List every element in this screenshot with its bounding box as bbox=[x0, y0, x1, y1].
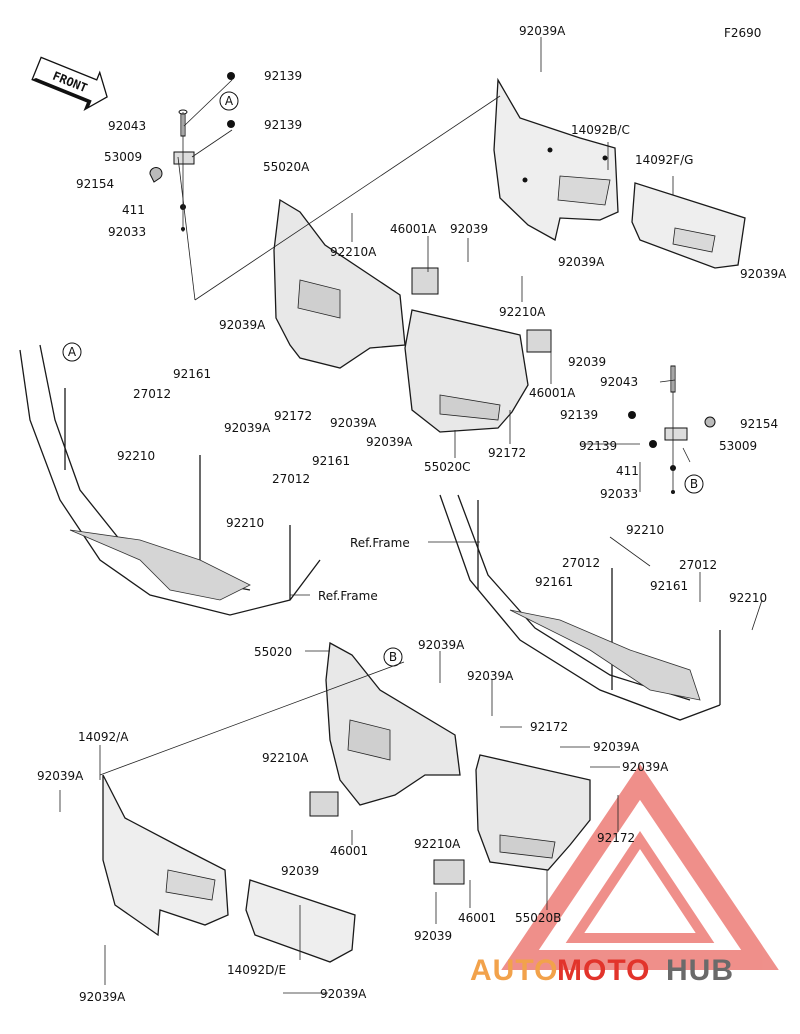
label-92154: 92154 bbox=[76, 177, 114, 191]
label-53009: 53009 bbox=[719, 439, 757, 453]
marker-b-top: B bbox=[690, 477, 698, 491]
label-92039A: 92039A bbox=[622, 760, 669, 774]
label-92039A: 92039A bbox=[593, 740, 640, 754]
front-arrow-icon bbox=[31, 56, 108, 112]
label-411: 411 bbox=[122, 203, 145, 217]
label-92039A: 92039A bbox=[79, 990, 126, 1004]
label-92161: 92161 bbox=[535, 575, 573, 589]
label-92210A: 92210A bbox=[414, 837, 461, 851]
label-92043: 92043 bbox=[600, 375, 638, 389]
label-92161: 92161 bbox=[312, 454, 350, 468]
label-92172: 92172 bbox=[488, 446, 526, 460]
label-92139: 92139 bbox=[560, 408, 598, 422]
panel-55020C bbox=[404, 309, 529, 433]
label-92039A: 92039A bbox=[366, 435, 413, 449]
label-92172: 92172 bbox=[274, 409, 312, 423]
label-92210: 92210 bbox=[626, 523, 664, 537]
label-92210: 92210 bbox=[117, 449, 155, 463]
label-92210: 92210 bbox=[226, 516, 264, 530]
clip-46001A-lower bbox=[526, 329, 552, 353]
frame-left bbox=[19, 344, 321, 616]
label-92039A: 92039A bbox=[740, 267, 787, 281]
fastener-stack-left bbox=[149, 72, 235, 232]
panel-14092A bbox=[102, 774, 229, 937]
label-92039A: 92039A bbox=[320, 987, 367, 1001]
label-92039A: 92039A bbox=[330, 416, 377, 430]
clip-46001-left bbox=[309, 791, 339, 817]
label-14092DE: 14092D/E bbox=[227, 963, 286, 977]
label-92161: 92161 bbox=[650, 579, 688, 593]
label-46001A: 46001A bbox=[390, 222, 437, 236]
panel-14092DE bbox=[245, 879, 356, 963]
label-92210A: 92210A bbox=[499, 305, 546, 319]
marker-a-top: A bbox=[225, 94, 234, 108]
watermark-hub: HUB bbox=[666, 954, 734, 987]
label-92139: 92139 bbox=[264, 118, 302, 132]
label-92210A: 92210A bbox=[330, 245, 377, 259]
clip-46001-right bbox=[433, 859, 465, 885]
frame-right bbox=[439, 494, 721, 721]
label-27012: 27012 bbox=[133, 387, 171, 401]
marker-a-frame: A bbox=[68, 345, 77, 359]
label-ref-frame-right: Ref.Frame bbox=[350, 536, 410, 550]
label-92039A: 92039A bbox=[558, 255, 605, 269]
fastener-stack-right bbox=[628, 365, 716, 494]
panel-55020A bbox=[273, 198, 406, 369]
label-92161: 92161 bbox=[173, 367, 211, 381]
label-92039: 92039 bbox=[414, 929, 452, 943]
label-92039A: 92039A bbox=[519, 24, 566, 38]
label-92033: 92033 bbox=[600, 487, 638, 501]
label-92139: 92139 bbox=[264, 69, 302, 83]
figure-code: F2690 bbox=[724, 26, 761, 40]
panel-55020 bbox=[325, 641, 461, 806]
watermark-logo bbox=[501, 764, 779, 970]
callout-labels: 92039A 92139 92139 92043 53009 92154 411… bbox=[37, 24, 787, 1004]
clip-46001A-upper bbox=[411, 267, 439, 295]
label-92172: 92172 bbox=[530, 720, 568, 734]
panel-14092FG bbox=[631, 182, 746, 269]
watermark-moto: MOTO bbox=[557, 954, 650, 987]
label-92039: 92039 bbox=[568, 355, 606, 369]
label-ref-frame-left: Ref.Frame bbox=[318, 589, 378, 603]
label-92139: 92139 bbox=[579, 439, 617, 453]
watermark-auto: AUTO bbox=[470, 954, 558, 987]
label-92039: 92039 bbox=[450, 222, 488, 236]
label-92039A: 92039A bbox=[224, 421, 271, 435]
leader-lines bbox=[59, 37, 763, 994]
label-27012: 27012 bbox=[562, 556, 600, 570]
panel-14092BC bbox=[493, 77, 619, 241]
panel-55020B bbox=[475, 754, 591, 871]
label-92033: 92033 bbox=[108, 225, 146, 239]
label-92039A: 92039A bbox=[219, 318, 266, 332]
label-92154: 92154 bbox=[740, 417, 778, 431]
label-55020C: 55020C bbox=[424, 460, 471, 474]
label-92210: 92210 bbox=[729, 591, 767, 605]
label-55020: 55020 bbox=[254, 645, 292, 659]
label-411: 411 bbox=[616, 464, 639, 478]
label-14092FG: 14092F/G bbox=[635, 153, 693, 167]
label-46001: 46001 bbox=[330, 844, 368, 858]
label-14092A: 14092/A bbox=[78, 730, 129, 744]
marker-a-circle-frame bbox=[62, 342, 82, 362]
label-92039A: 92039A bbox=[418, 638, 465, 652]
marker-a-circle-top bbox=[219, 91, 239, 111]
label-92039A: 92039A bbox=[467, 669, 514, 683]
label-14092BC: 14092B/C bbox=[571, 123, 630, 137]
marker-b-circle-top bbox=[684, 474, 704, 494]
label-92043: 92043 bbox=[108, 119, 146, 133]
label-92172: 92172 bbox=[597, 831, 635, 845]
marker-b-bottom: B bbox=[389, 650, 397, 664]
label-55020B: 55020B bbox=[515, 911, 561, 925]
label-46001A: 46001A bbox=[529, 386, 576, 400]
label-92039A: 92039A bbox=[37, 769, 84, 783]
label-55020A: 55020A bbox=[263, 160, 310, 174]
label-27012: 27012 bbox=[679, 558, 717, 572]
label-92039: 92039 bbox=[281, 864, 319, 878]
label-53009: 53009 bbox=[104, 150, 142, 164]
label-27012: 27012 bbox=[272, 472, 310, 486]
label-92210A: 92210A bbox=[262, 751, 309, 765]
label-46001: 46001 bbox=[458, 911, 496, 925]
